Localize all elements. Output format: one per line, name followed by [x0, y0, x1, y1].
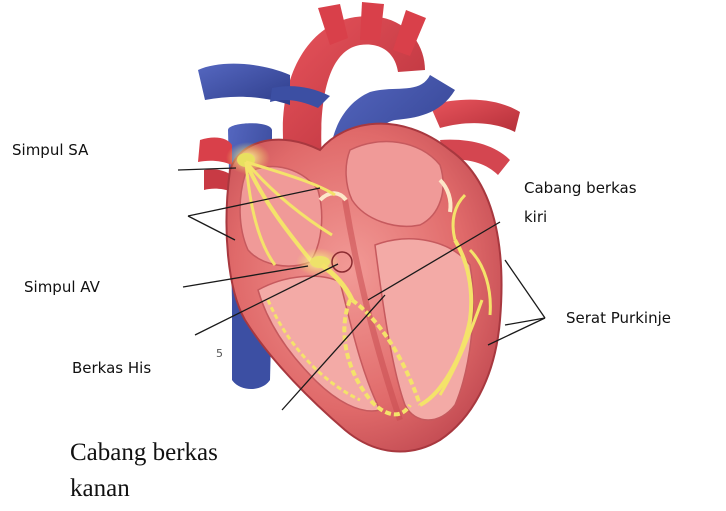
label-stray-mark: 5	[216, 344, 223, 364]
label-right-branch-1: Cabang berkas	[70, 438, 218, 468]
label-av-node: Simpul AV	[24, 277, 100, 297]
label-right-branch-2: kanan	[70, 474, 130, 504]
leader-purkinje-1	[505, 260, 545, 318]
label-sa-node: Simpul SA	[12, 140, 88, 160]
label-purkinje: Serat Purkinje	[566, 308, 671, 328]
label-left-branch-1: Cabang berkas	[524, 178, 637, 198]
label-bundle-his: Berkas His	[72, 358, 151, 378]
label-left-branch-2: kiri	[524, 207, 547, 227]
pulmonary-veins-right	[198, 138, 232, 192]
heart-body	[226, 124, 501, 452]
